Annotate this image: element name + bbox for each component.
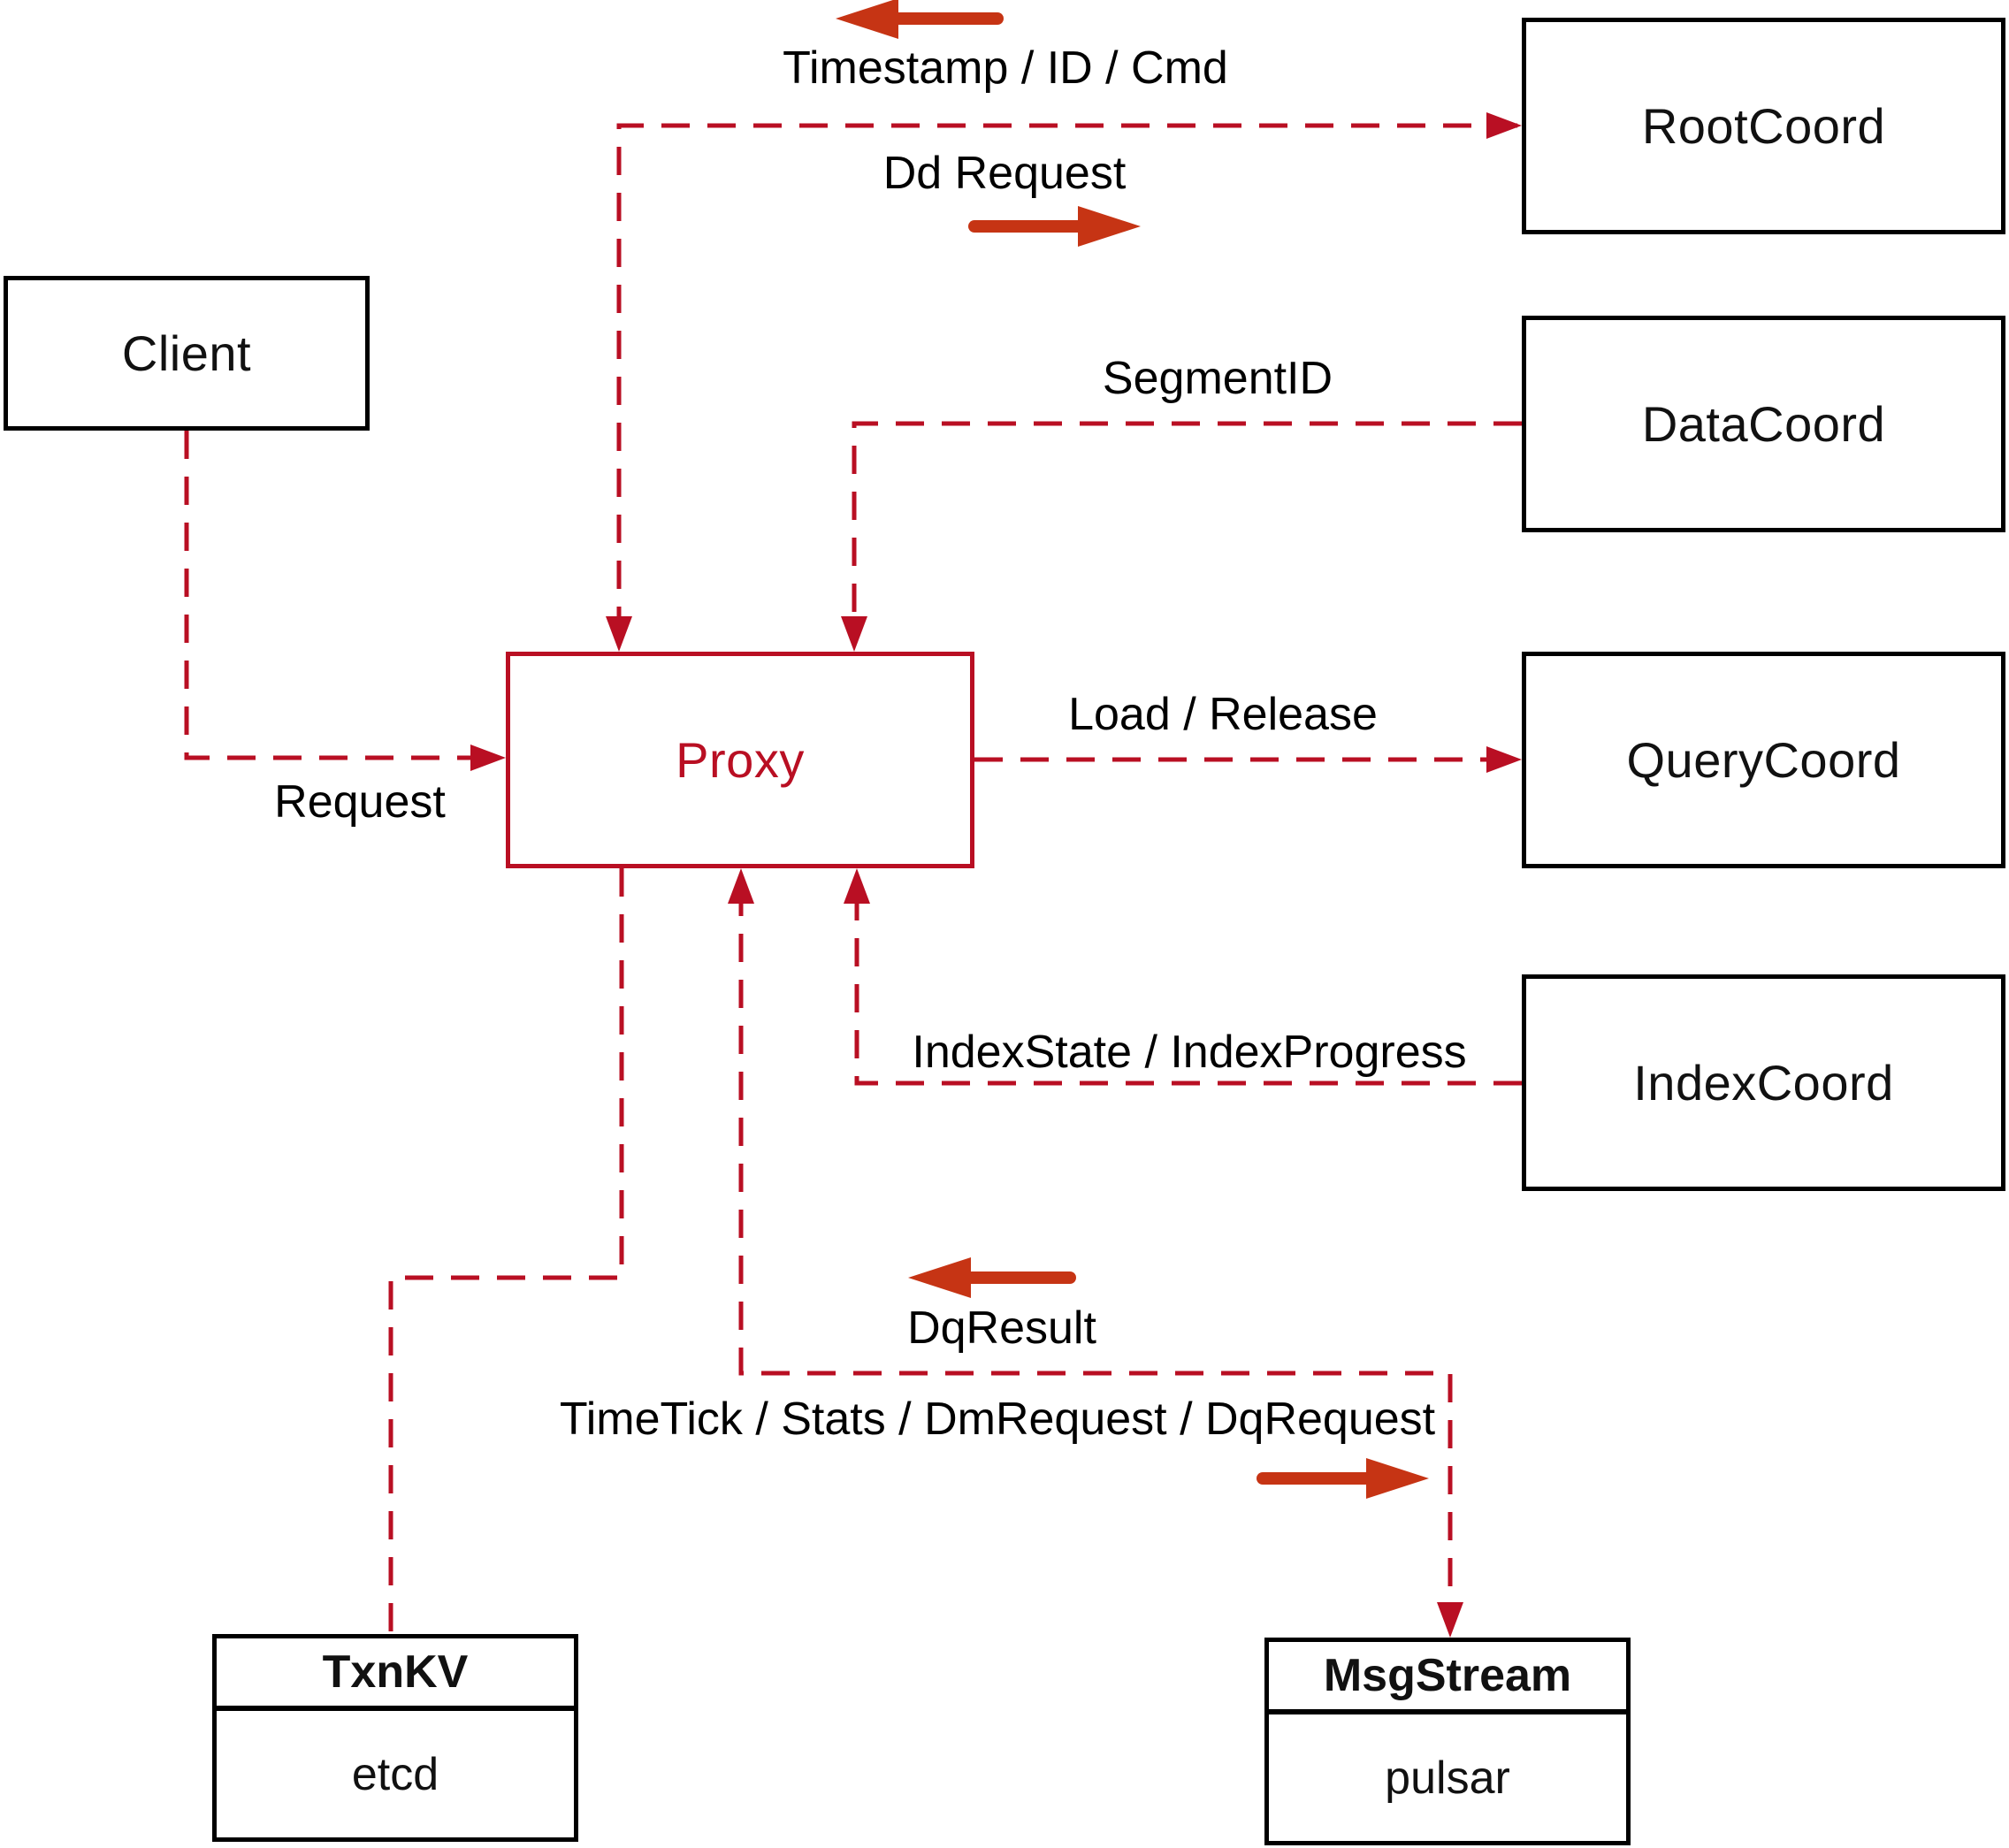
edge-label-timetick-stats: TimeTick / Stats / DmRequest / DqRequest	[559, 1394, 1436, 1445]
arrowhead-into-rootcoord-icon	[1486, 112, 1522, 139]
node-querycoord: QueryCoord	[1522, 652, 2005, 868]
right-arrow-icon	[1078, 206, 1141, 247]
edge-label-dq-result: DqResult	[907, 1302, 1096, 1354]
indexcoord-label: IndexCoord	[1633, 1055, 1894, 1111]
right-arrow-icon	[1366, 1458, 1429, 1499]
txnkv-impl: etcd	[351, 1748, 439, 1800]
node-datacoord: DataCoord	[1522, 316, 2005, 532]
msgstream-title: MsgStream	[1269, 1642, 1626, 1714]
rootcoord-label: RootCoord	[1641, 98, 1886, 154]
direction-arrow-dqresult	[908, 1257, 1076, 1298]
datacoord-proxy-line	[852, 421, 1522, 632]
left-arrow-icon	[836, 0, 898, 39]
proxy-rootcoord-line	[616, 123, 1517, 632]
direction-arrow-timestamp	[836, 0, 1004, 39]
arrowhead-into-proxy-top-left-icon	[606, 616, 632, 652]
node-txnkv: TxnKV etcd	[212, 1634, 578, 1842]
edge-indexcoord-proxy	[844, 868, 1522, 1086]
edge-client-proxy	[184, 431, 506, 771]
arrowhead-into-proxy-top-right-icon	[841, 616, 867, 652]
left-arrow-icon	[908, 1257, 971, 1298]
datacoord-label: DataCoord	[1641, 396, 1886, 452]
direction-arrow-timetick	[1257, 1458, 1429, 1499]
edge-label-segment-id: SegmentID	[1102, 353, 1333, 404]
indexcoord-proxy-line	[854, 888, 1522, 1086]
msgstream-impl: pulsar	[1385, 1752, 1510, 1804]
edge-proxy-rootcoord	[606, 112, 1522, 652]
edge-datacoord-proxy	[841, 421, 1522, 652]
edge-label-timestamp-id-cmd: Timestamp / ID / Cmd	[783, 42, 1228, 94]
node-rootcoord: RootCoord	[1522, 18, 2005, 234]
client-label: Client	[121, 325, 252, 381]
node-indexcoord: IndexCoord	[1522, 974, 2005, 1191]
node-proxy: Proxy	[506, 652, 974, 868]
client-proxy-line	[184, 431, 485, 760]
arrowhead-into-proxy-bottom-right-icon	[844, 868, 870, 904]
arrowhead-into-proxy-left-icon	[470, 745, 506, 771]
edge-proxy-msgstream	[728, 868, 1463, 1638]
edge-proxy-querycoord	[974, 746, 1522, 773]
edge-label-dd-request: Dd Request	[882, 148, 1127, 199]
node-msgstream: MsgStream pulsar	[1264, 1638, 1631, 1845]
proxy-label: Proxy	[676, 732, 805, 788]
edge-label-load-release: Load / Release	[1068, 689, 1378, 740]
proxy-txnkv-line	[388, 868, 624, 1634]
edge-label-index-state-progress: IndexState / IndexProgress	[912, 1027, 1467, 1078]
arrowhead-into-proxy-bottom-center-icon	[728, 868, 754, 904]
edge-label-request: Request	[274, 776, 446, 828]
edge-proxy-txnkv	[388, 868, 624, 1634]
node-client: Client	[4, 276, 370, 431]
txnkv-title: TxnKV	[217, 1638, 574, 1711]
proxy-msgstream-line	[738, 888, 1453, 1618]
direction-arrow-dd-request	[968, 206, 1141, 247]
querycoord-label: QueryCoord	[1626, 732, 1901, 788]
arrowhead-into-querycoord-icon	[1486, 746, 1522, 773]
arrowhead-into-msgstream-icon	[1437, 1602, 1463, 1638]
